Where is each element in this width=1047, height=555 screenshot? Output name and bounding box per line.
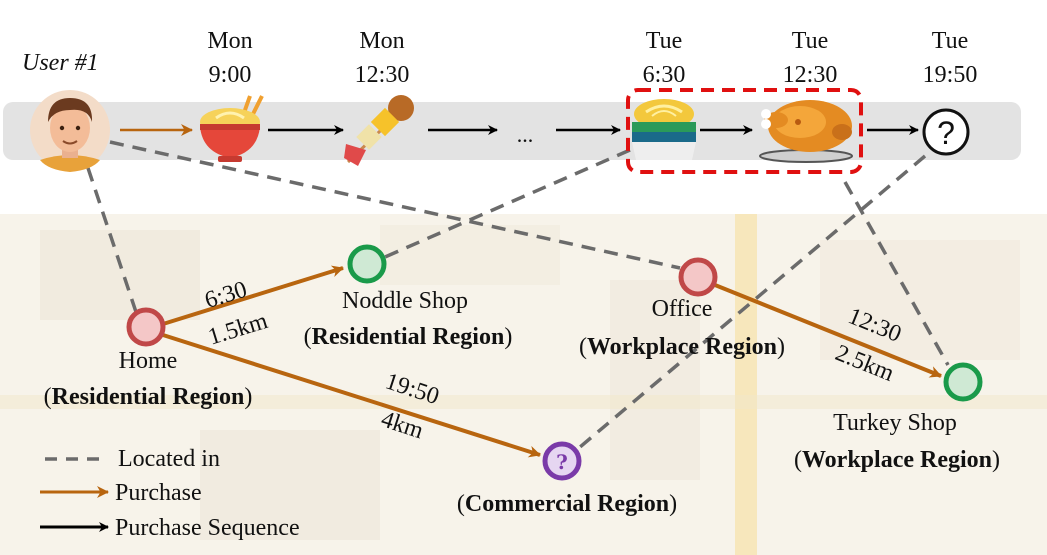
office-region: (Workplace Region) — [579, 334, 785, 360]
event-1-time: 9:00 — [209, 62, 252, 88]
node-commercial — [542, 441, 582, 481]
home-name: Home — [119, 348, 178, 374]
noodle-bowl-icon — [200, 95, 264, 162]
legend-purchase-label: Purchase — [115, 480, 202, 506]
turkey-shop-name: Turkey Shop — [833, 410, 957, 436]
located-in-question-commercial — [578, 154, 927, 449]
timeline-labels: Mon 9:00 Mon 12:30 Tue 6:30 Tue 12:30 Tu… — [207, 28, 977, 88]
edge-home-commercial — [162, 333, 541, 458]
question-circle-icon: ? — [922, 108, 970, 156]
node-commercial-symbol: ? — [556, 450, 568, 474]
event-6-time: 19:50 — [923, 62, 978, 88]
highlight-box — [626, 88, 863, 174]
nodes: ? — [126, 244, 983, 481]
user-avatar-icon — [30, 90, 110, 172]
legend-sequence-label: Purchase Sequence — [115, 515, 300, 541]
edge-office-turkey-shop — [709, 281, 942, 378]
event-4-time: 6:30 — [643, 62, 686, 88]
located-in-turkey-shop — [843, 181, 950, 366]
user-label: User #1 — [22, 50, 99, 76]
event-2-day: Mon — [359, 28, 404, 54]
node-noodle-shop — [347, 244, 387, 284]
event-5-time: 12:30 — [783, 62, 838, 88]
noodle-shop-name: Noddle Shop — [342, 288, 468, 314]
noodle-box-icon — [632, 99, 696, 160]
located-in-user-home — [86, 167, 138, 313]
purchase-edges — [162, 265, 942, 458]
node-home — [126, 307, 166, 347]
located-in-user-office — [109, 140, 681, 270]
noodle-shop-region: (Residential Region) — [304, 324, 513, 350]
skewer-icon — [344, 95, 414, 166]
office-name: Office — [652, 296, 713, 322]
event-6-day: Tue — [932, 28, 968, 54]
home-region: (Residential Region) — [44, 384, 253, 410]
event-1-day: Mon — [207, 28, 252, 54]
legend-located-in-label: Located in — [118, 446, 220, 472]
roast-turkey-icon — [759, 100, 853, 163]
node-office — [678, 257, 718, 297]
event-4-day: Tue — [646, 28, 682, 54]
event-2-time: 12:30 — [355, 62, 410, 88]
svg-text:?: ? — [937, 115, 955, 151]
commercial-region: (Commercial Region) — [457, 491, 677, 517]
edge-home-noodle-shop — [162, 265, 344, 326]
node-turkey-shop — [943, 362, 983, 402]
legend: Located in Purchase Purchase Sequence — [40, 446, 300, 541]
map-background — [0, 214, 1047, 555]
turkey-shop-region: (Workplace Region) — [794, 447, 1000, 473]
timeline-ellipsis: ... — [517, 122, 534, 147]
event-5-day: Tue — [792, 28, 828, 54]
located-in-lines — [86, 140, 950, 449]
